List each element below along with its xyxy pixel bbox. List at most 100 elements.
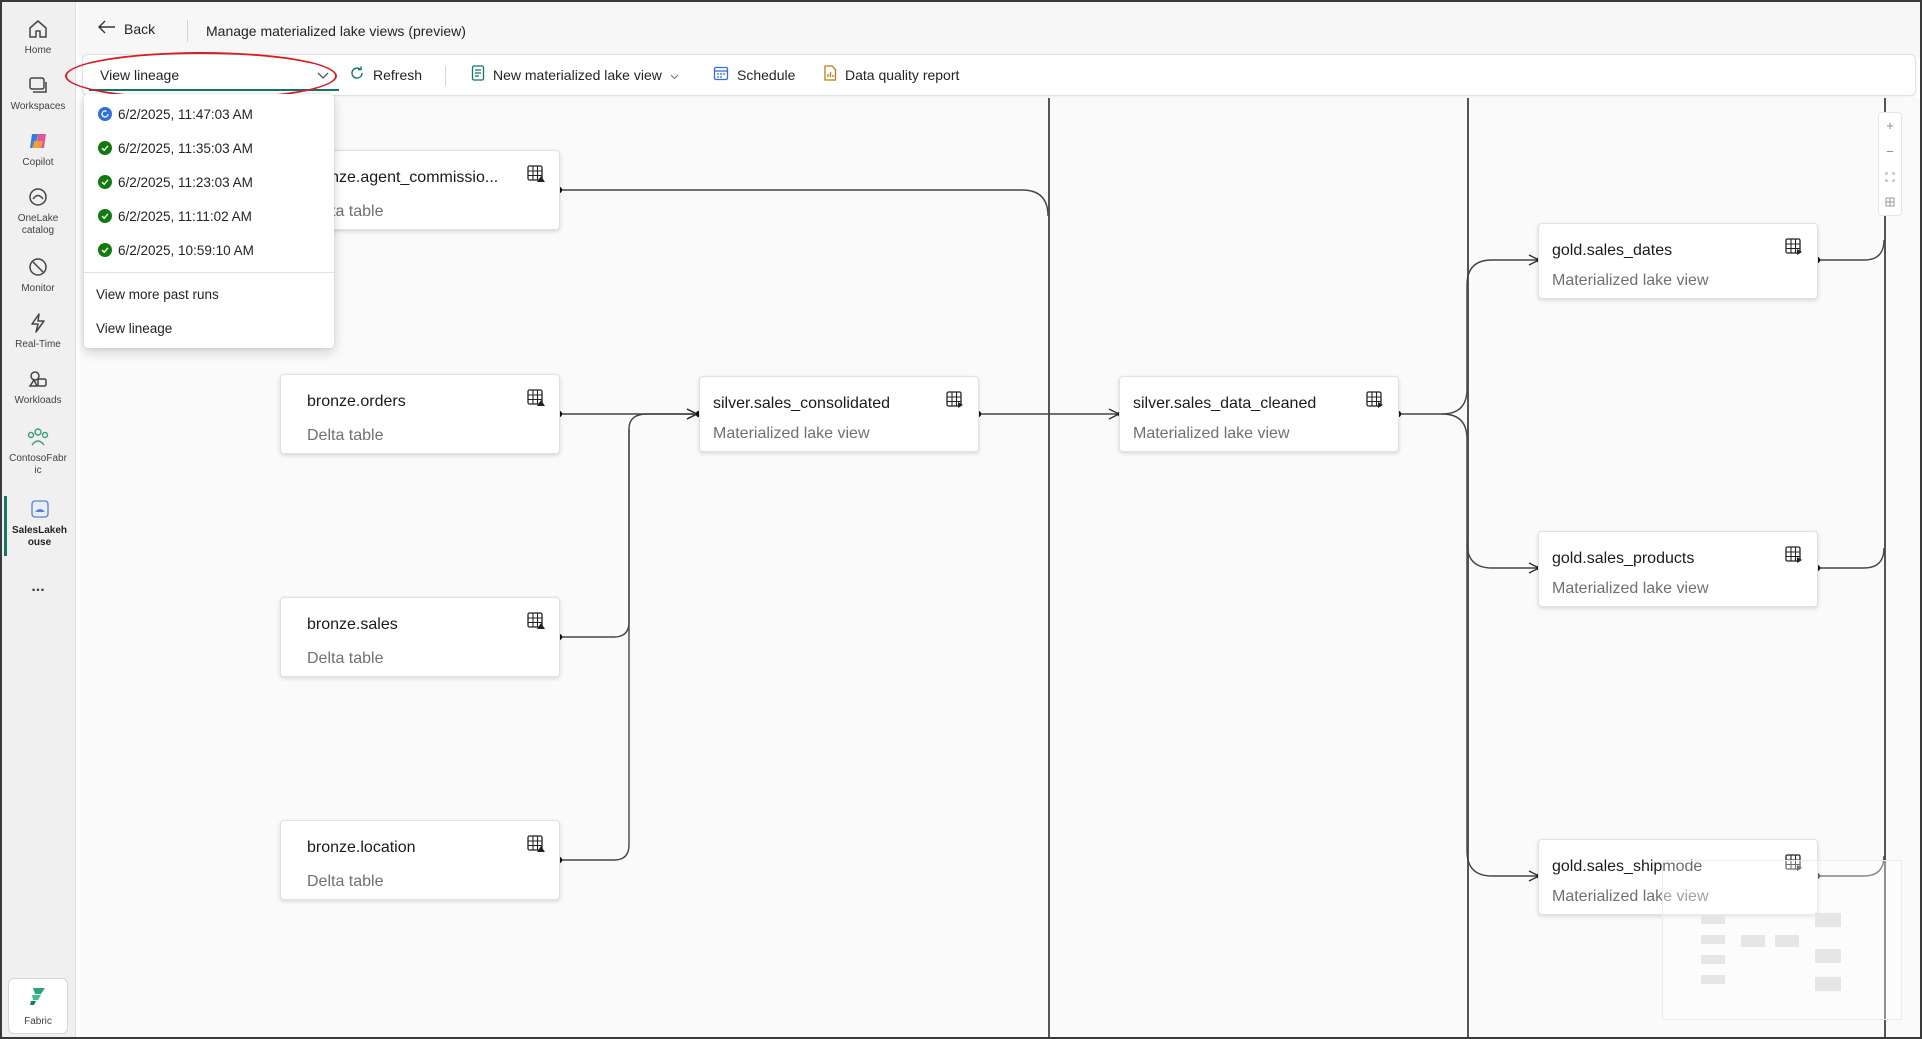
- node-name: bronze.location: [307, 839, 416, 856]
- lightning-icon: [25, 310, 51, 336]
- node-name: gold.sales_shipmode: [1552, 858, 1703, 875]
- materialized-view-icon: [1785, 546, 1803, 569]
- success-check-icon: [98, 209, 112, 223]
- run-item[interactable]: 6/2/2025, 11:35:03 AM: [84, 132, 334, 164]
- fabric-logo-icon: [27, 985, 49, 1012]
- page-title: Manage materialized lake views (preview): [206, 23, 466, 39]
- zoom-out-icon[interactable]: −: [1886, 143, 1894, 159]
- view-more-past-runs-link[interactable]: View more past runs: [96, 287, 219, 302]
- nav-label: Monitor: [21, 283, 55, 294]
- nav-item-home[interactable]: Home: [4, 16, 72, 57]
- column-divider: [1467, 98, 1469, 1037]
- nav-item-real-time[interactable]: Real-Time: [4, 310, 72, 351]
- node-name: gold.sales_dates: [1552, 242, 1673, 259]
- run-item[interactable]: 6/2/2025, 11:23:03 AM: [84, 166, 334, 198]
- dropdown-value: View lineage: [100, 67, 180, 83]
- minimap-node: [1741, 935, 1765, 947]
- toolbar-divider: [445, 66, 446, 86]
- delta-table-icon: [527, 165, 545, 188]
- workspaces-icon: [25, 72, 51, 98]
- data-quality-report-button[interactable]: Data quality report: [823, 65, 959, 84]
- minimap-node: [1701, 915, 1725, 924]
- back-label: Back: [124, 20, 156, 37]
- lineage-node-bronze-orders[interactable]: bronze.orders Delta table: [280, 374, 560, 454]
- materialized-view-icon: [946, 391, 964, 414]
- new-materialized-lake-view-button[interactable]: New materialized lake view: [471, 65, 679, 84]
- zoom-in-icon[interactable]: +: [1886, 118, 1894, 134]
- success-check-icon: [98, 175, 112, 189]
- nav-label: Home: [24, 45, 52, 56]
- lineage-node-gold-sales-products[interactable]: gold.sales_products Materialized lake vi…: [1538, 531, 1818, 607]
- nav-item-workspaces[interactable]: Workspaces: [4, 72, 72, 113]
- run-item[interactable]: 6/2/2025, 11:47:03 AM: [84, 98, 334, 130]
- node-type: Delta table: [307, 427, 384, 444]
- home-icon: [25, 16, 51, 42]
- lineage-node-silver-sales-data-cleaned[interactable]: silver.sales_data_cleaned Materialized l…: [1119, 376, 1399, 452]
- zoom-controls: + −: [1878, 112, 1902, 216]
- nav-more-button[interactable]: ...: [4, 578, 72, 595]
- nav-item-copilot[interactable]: Copilot: [4, 128, 72, 169]
- node-type: Delta table: [307, 873, 384, 890]
- command-bar: View lineage Refresh New materialized la…: [82, 54, 1916, 96]
- lineage-node-gold-sales-shipmode[interactable]: gold.sales_shipmode Materialized lake vi…: [1538, 839, 1818, 915]
- lineage-node-gold-sales-dates[interactable]: gold.sales_dates Materialized lake view: [1538, 223, 1818, 299]
- nav-label: Real-Time: [15, 339, 61, 350]
- node-type: Materialized lake view: [1133, 425, 1290, 442]
- monitor-icon: [25, 254, 51, 280]
- left-nav-rail: Home Workspaces Copilot OneLake catalog …: [2, 2, 76, 1037]
- report-icon: [823, 65, 837, 84]
- nav-item-monitor[interactable]: Monitor: [4, 254, 72, 295]
- node-type: Materialized lake view: [1552, 580, 1709, 597]
- column-divider: [1048, 98, 1050, 1037]
- copilot-icon: [25, 128, 51, 154]
- node-name: silver.sales_data_cleaned: [1133, 395, 1317, 412]
- lineage-node-silver-sales-consolidated[interactable]: silver.sales_consolidated Materialized l…: [699, 376, 979, 452]
- materialized-view-icon: [1785, 238, 1803, 261]
- delta-table-icon: [527, 612, 545, 635]
- refresh-button[interactable]: Refresh: [349, 65, 422, 84]
- arrow-left-icon: [98, 20, 116, 37]
- calendar-icon: [713, 65, 729, 84]
- fabric-label: Fabric: [24, 1016, 52, 1027]
- success-check-icon: [98, 243, 112, 257]
- chevron-down-icon: [670, 67, 679, 83]
- run-history-dropdown-menu: 6/2/2025, 11:47:03 AM 6/2/2025, 11:35:03…: [84, 94, 334, 348]
- fit-view-icon[interactable]: [1885, 164, 1895, 190]
- menu-divider: [84, 272, 334, 273]
- minimap-node: [1701, 955, 1725, 964]
- nav-item-onelake-catalog[interactable]: OneLake catalog: [4, 184, 72, 237]
- run-item[interactable]: 6/2/2025, 11:11:02 AM: [84, 200, 334, 232]
- minimap[interactable]: [1662, 860, 1902, 1020]
- view-lineage-dropdown[interactable]: View lineage: [89, 61, 339, 91]
- minimap-node: [1815, 949, 1841, 963]
- dq-report-label: Data quality report: [845, 66, 960, 83]
- lineage-node-bronze-sales[interactable]: bronze.sales Delta table: [280, 597, 560, 677]
- refresh-label: Refresh: [373, 66, 423, 83]
- fabric-switcher-button[interactable]: Fabric: [8, 978, 68, 1034]
- delta-table-icon: [527, 389, 545, 412]
- schedule-button[interactable]: Schedule: [713, 65, 795, 84]
- run-time: 6/2/2025, 11:35:03 AM: [118, 140, 253, 156]
- nav-label: Copilot: [22, 157, 54, 168]
- run-item[interactable]: 6/2/2025, 10:59:10 AM: [84, 234, 334, 266]
- back-button[interactable]: Back: [98, 20, 155, 37]
- minimap-node: [1815, 913, 1841, 927]
- schedule-label: Schedule: [737, 66, 796, 83]
- nav-item-contosofabric[interactable]: ContosoFabric: [4, 424, 72, 477]
- nav-item-workloads[interactable]: Workloads: [4, 366, 72, 407]
- minimap-node: [1701, 935, 1725, 944]
- more-icon: ...: [31, 578, 45, 595]
- in-progress-icon: [98, 107, 112, 121]
- header-divider: [187, 20, 188, 42]
- new-mlv-label: New materialized lake view: [493, 66, 662, 83]
- lineage-node-bronze-location[interactable]: bronze.location Delta table: [280, 820, 560, 900]
- view-lineage-menu-item[interactable]: View lineage: [96, 321, 173, 336]
- refresh-icon: [349, 65, 365, 84]
- nav-label: Workspaces: [10, 101, 66, 112]
- minimap-toggle-icon[interactable]: [1885, 190, 1895, 216]
- minimap-node: [1701, 975, 1725, 984]
- materialized-view-icon: [1366, 391, 1384, 414]
- nav-item-saleslakehouse[interactable]: SalesLakehouse: [4, 496, 72, 556]
- node-name: bronze.sales: [307, 616, 398, 633]
